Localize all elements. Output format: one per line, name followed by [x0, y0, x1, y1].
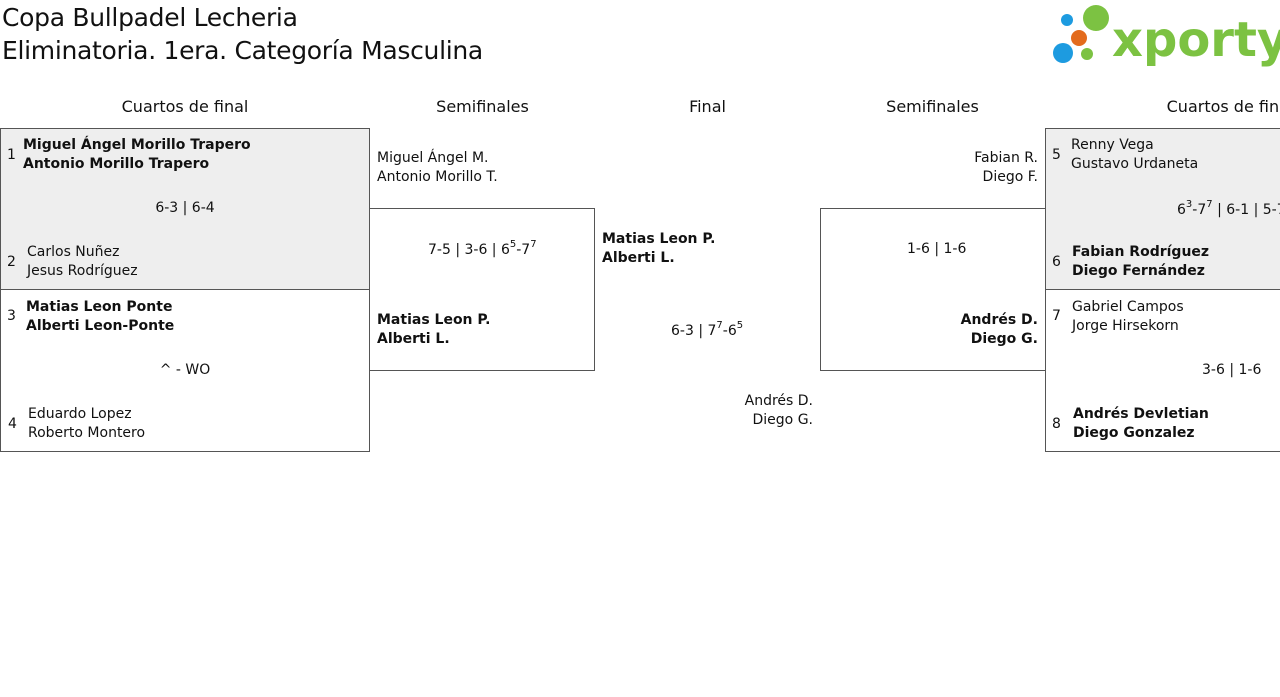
team-player: Diego G. — [970, 331, 1038, 347]
seed-number: 2 — [7, 254, 16, 270]
seed-number: 5 — [1052, 147, 1061, 163]
team-player: Antonio Morillo Trapero — [23, 156, 210, 172]
seed-number: 7 — [1052, 308, 1061, 324]
col-final: Final — [689, 97, 726, 116]
team-player: Roberto Montero — [28, 425, 146, 441]
team-player: Gabriel Campos — [1072, 299, 1184, 315]
team-player: Andrés D. — [960, 312, 1038, 328]
xporty-logo[interactable]: xporty — [1050, 4, 1280, 68]
col-left-quarterfinals: Cuartos de final — [121, 97, 249, 116]
team-player: Fabian R. — [974, 150, 1038, 166]
team-player: Diego Fernández — [1072, 263, 1205, 279]
team-player: Jorge Hirsekorn — [1072, 318, 1179, 334]
team-player: Alberti L. — [602, 250, 675, 266]
right-qf-match-1[interactable] — [1045, 128, 1280, 290]
team-player: Matias Leon Ponte — [26, 299, 173, 315]
team-player: Matias Leon P. — [602, 231, 716, 247]
left-sf-match[interactable] — [369, 208, 595, 371]
team-player: Jesus Rodríguez — [27, 263, 138, 279]
match-score: 3-6 | 1-6 — [1202, 362, 1262, 378]
team-player: Carlos Nuñez — [27, 244, 120, 260]
team-player: Alberti L. — [377, 331, 450, 347]
team-player: Diego G. — [752, 412, 813, 428]
team-player: Fabian Rodríguez — [1072, 244, 1210, 260]
match-score: 6-3 | 6-4 — [155, 200, 215, 216]
seed-number: 3 — [7, 308, 16, 324]
match-score: ^ - WO — [159, 362, 211, 378]
right-qf-match-2[interactable] — [1045, 289, 1280, 452]
match-score: 1-6 | 1-6 — [907, 241, 967, 257]
left-qf-match-1[interactable] — [0, 128, 370, 290]
match-score: 7-5 | 3-6 | 65-77 — [428, 239, 537, 259]
team-player: Gustavo Urdaneta — [1071, 156, 1199, 172]
col-right-semifinals: Semifinales — [886, 97, 979, 116]
xporty-logo-mark: xporty — [1053, 5, 1280, 68]
team-player: Renny Vega — [1071, 137, 1154, 153]
seed-number: 6 — [1052, 254, 1061, 270]
team-player: Alberti Leon-Ponte — [26, 318, 175, 334]
tournament-title: Copa Bullpadel Lecheria — [2, 3, 298, 32]
team-player: Antonio Morillo T. — [377, 169, 498, 185]
logo-wordmark: xporty — [1112, 12, 1280, 68]
team-player: Diego Gonzalez — [1073, 425, 1195, 441]
seed-number: 8 — [1052, 416, 1061, 432]
col-left-semifinals: Semifinales — [436, 97, 529, 116]
team-player: Matias Leon P. — [377, 312, 491, 328]
team-player: Andrés Devletian — [1073, 406, 1209, 422]
team-player: Eduardo Lopez — [28, 406, 132, 422]
seed-number: 1 — [7, 147, 16, 163]
match-score: 63-77 | 6-1 | 5-7 — [1177, 199, 1280, 219]
team-player: Andrés D. — [744, 393, 813, 409]
team-player: Miguel Ángel Morillo Trapero — [23, 137, 251, 153]
team-player: Miguel Ángel M. — [377, 150, 489, 166]
seed-number: 4 — [8, 416, 17, 432]
final-score: 6-3 | 77-65 — [671, 320, 744, 340]
col-right-quarterfinals: Cuartos de final — [1166, 97, 1280, 116]
category-title: Eliminatoria. 1era. Categoría Masculina — [2, 36, 483, 65]
team-player: Diego F. — [982, 169, 1038, 185]
